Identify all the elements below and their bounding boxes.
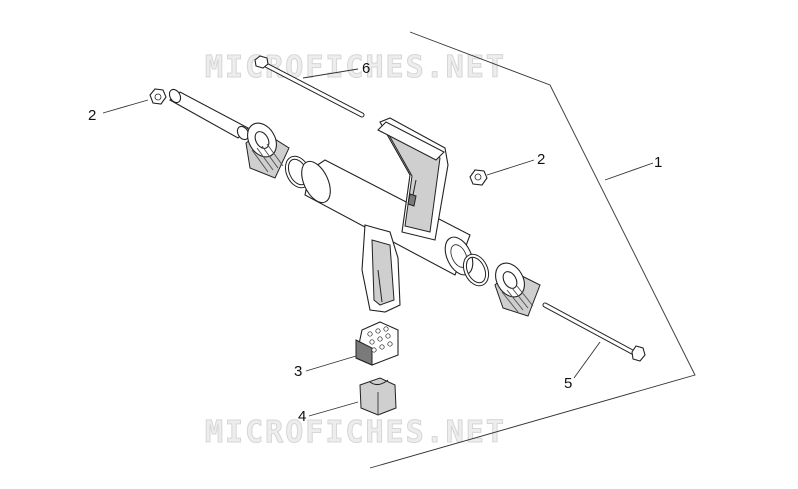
callout-5: 5 [564,375,573,392]
callout-2-right: 2 [537,151,546,168]
nut-right-part-2 [469,169,488,186]
circlip-right [462,253,490,287]
assembly-outline [369,31,696,469]
bolt-long-part-5 [542,302,646,362]
leader-lines [102,68,654,417]
rod-long-part-6 [254,55,365,118]
callout-6: 6 [362,60,371,77]
watermark-bottom: MICROFICHES.NET [205,415,506,451]
swingarm-body [301,117,474,313]
callout-1: 1 [654,154,663,171]
roller-bearing-left [245,122,290,179]
roller-bearing-right [494,262,541,317]
nut-left-part-2 [149,88,167,105]
callout-4: 4 [298,408,307,425]
buffer-cap-part-4 [359,377,397,416]
tube-left [168,88,250,141]
damper-block-part-3 [355,321,399,366]
watermark-top: MICROFICHES.NET [205,50,506,86]
callout-3: 3 [294,363,303,380]
callout-2-left: 2 [88,107,97,124]
